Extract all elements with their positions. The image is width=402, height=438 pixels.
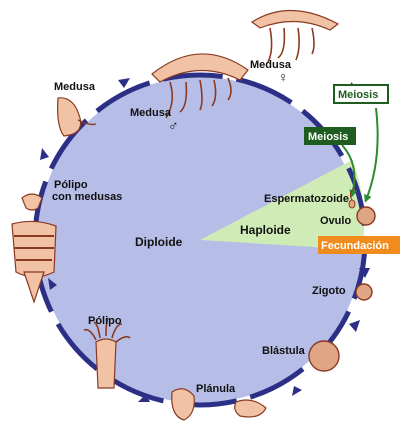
medusa-male-illustration (151, 53, 249, 119)
meiosis-badge-mid-text: Meiosis (308, 131, 348, 143)
label-medusa-left: Medusa (54, 81, 96, 93)
espermatozoide-illustration (348, 187, 356, 209)
haploid-wedge (200, 160, 365, 250)
label-polipo: Pólipo (88, 315, 122, 327)
polipo-con-medusas-illustration (11, 193, 57, 304)
meiosis-badge-top: Meiosis (333, 84, 389, 104)
label-medusa-male: Medusa (130, 107, 172, 119)
label-blastula: Blástula (262, 345, 306, 357)
label-medusa-female: Medusa (250, 59, 292, 71)
meiosis-arrow-top (364, 107, 379, 203)
label-espermatozoide: Espermatozoide (264, 193, 349, 205)
meiosis-badge-top-text: Meiosis (338, 89, 378, 101)
polipo-illustration (83, 317, 131, 389)
male-symbol: ♂ (168, 117, 179, 133)
blastula-illustration (308, 340, 340, 372)
fecundacion-badge: Fecundación (318, 236, 400, 254)
meiosis-badge-mid: Meiosis (304, 127, 356, 145)
medusa-left-illustration (57, 97, 97, 137)
label-haploide: Haploide (240, 223, 291, 237)
label-diploide: Diploide (135, 235, 183, 249)
label-ovulo: Ovulo (320, 215, 351, 227)
medusa-female-illustration (250, 9, 340, 63)
label-zigoto: Zigoto (312, 285, 346, 297)
label-polipo-con-medusas-1: Pólipo (54, 179, 88, 191)
fecundacion-badge-text: Fecundación (321, 240, 389, 252)
planula-illustration (171, 388, 267, 421)
label-planula: Plánula (196, 383, 236, 395)
ovulo-illustration (356, 206, 376, 226)
label-polipo-con-medusas-2: con medusas (52, 191, 122, 203)
female-symbol: ♀ (278, 69, 289, 85)
meiosis-arrow-mid (341, 144, 358, 198)
zigoto-illustration (355, 283, 373, 301)
